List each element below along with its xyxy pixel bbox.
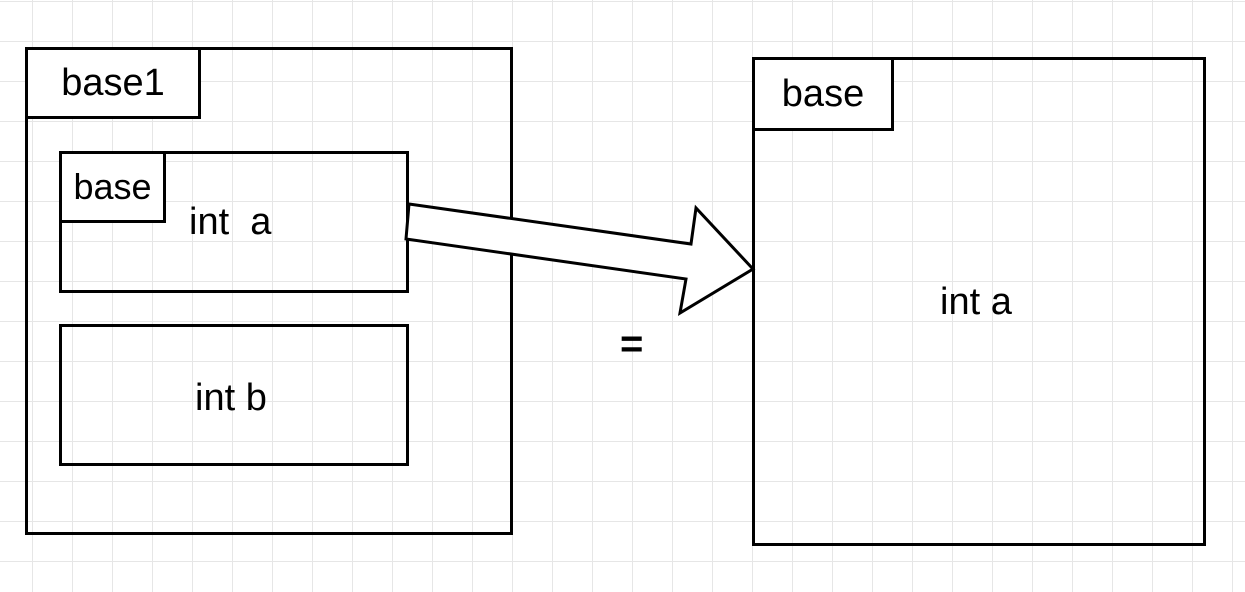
base-title-tab: base: [752, 57, 894, 131]
base1-object-box: [25, 47, 513, 535]
inner-base-tab: base: [59, 151, 166, 223]
base-title: base: [781, 72, 865, 115]
inner-base-field-int-a: int a: [189, 201, 272, 243]
int-b-member-box: [59, 324, 409, 466]
inner-base-tab-label: base: [73, 166, 152, 207]
base-object-box: [752, 57, 1206, 546]
base1-title: base1: [61, 61, 165, 104]
base1-title-tab: base1: [25, 47, 201, 119]
int-b-field: int b: [195, 377, 267, 419]
equals-operator: =: [620, 322, 644, 366]
arrow-shape: [404, 202, 756, 316]
base-field-int-a: int a: [940, 281, 1012, 323]
